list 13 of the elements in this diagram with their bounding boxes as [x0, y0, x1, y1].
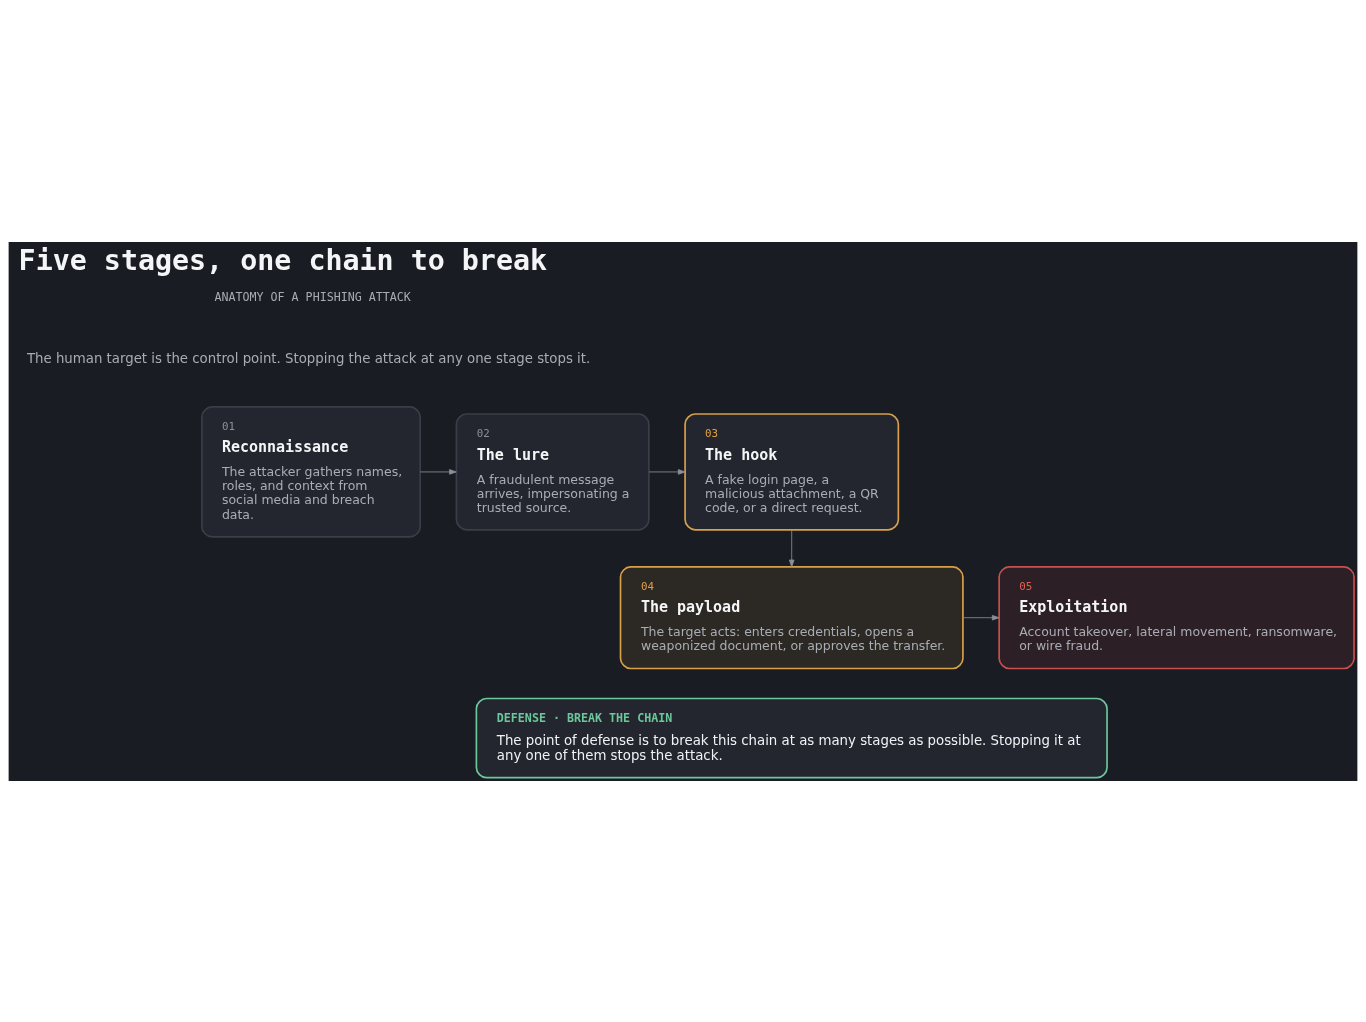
node-box: 04 The payload The target acts: enters credentials, opens a weaponized document, or approves the transfer. [619, 565, 964, 669]
node-box: DEFENSE · BREAK THE CHAIN The point of defense is to break this chain at as many stages as possible. Stopping it at any one of them stops the attack. [475, 697, 1108, 778]
arrow [419, 468, 457, 475]
label: The human target is the control point. Stopping the attack at any one stage stops it. [26, 350, 591, 366]
arrow [648, 468, 686, 475]
arrow [788, 529, 795, 567]
node-box: 02 The lure A fraudulent message arrives, impersonating a trusted source. [455, 412, 650, 531]
node-box: 03 The hook A fake login page, a malicious attachment, a QR code, or a direct request. [684, 412, 900, 531]
arrow [962, 614, 1000, 620]
node-box: 05 Exploitation Account takeover, lateral movement, ransomware, or wire fraud. [998, 565, 1355, 669]
label: ANATOMY OF A PHISHING ATTACK [214, 289, 411, 304]
node-box: 01 Reconnaissance The attacker gathers names, roles, and context from social media and breach data. [201, 405, 421, 538]
diagram-title: Five stages, one chain to break [18, 243, 548, 277]
